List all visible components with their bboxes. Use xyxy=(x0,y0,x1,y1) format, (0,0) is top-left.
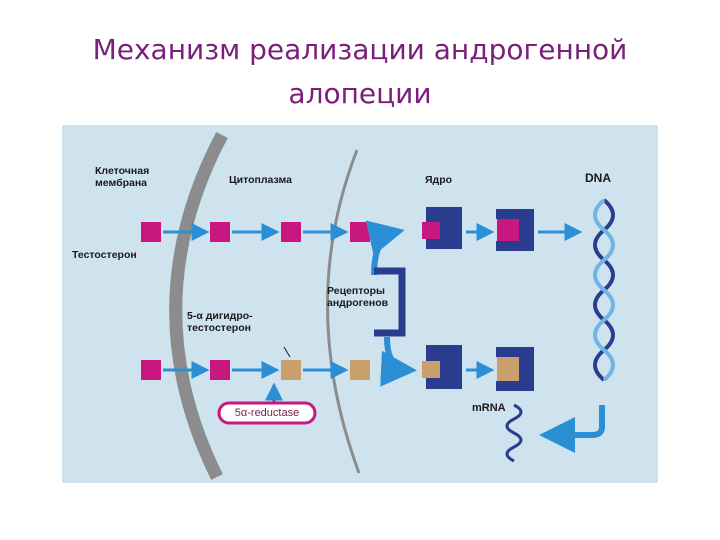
testosterone-square-3 xyxy=(281,222,301,242)
label-nucleus: Ядро xyxy=(425,174,453,186)
bound-dht-bottom-1 xyxy=(422,361,440,378)
testosterone-square-6 xyxy=(210,360,230,380)
dht-square-1 xyxy=(281,360,301,380)
arrow-dna-to-mrna xyxy=(539,405,605,453)
testosterone-square-4 xyxy=(350,222,370,242)
title-line-2: алопеции xyxy=(288,77,432,110)
label-mrna: mRNA xyxy=(472,402,506,414)
cell-membrane xyxy=(169,131,228,480)
arrow-receptor-down xyxy=(380,336,417,387)
testosterone-square-5 xyxy=(141,360,161,380)
dna-strand-2 xyxy=(593,198,615,382)
slide-title: Механизм реализации андрогенной алопеции xyxy=(0,28,720,116)
testosterone-square-2 xyxy=(210,222,230,242)
diagram-canvas xyxy=(62,125,658,483)
label-reductase: 5α-reductase xyxy=(234,407,300,419)
bound-testosterone-top-1 xyxy=(422,222,440,239)
androgen-receptor-bracket xyxy=(374,267,406,337)
bound-dht-bottom-2 xyxy=(497,357,519,381)
mrna-strand xyxy=(505,403,523,463)
label-testosterone: Тестостерон xyxy=(72,249,137,261)
label-cell-membrane: Клеточная мембрана xyxy=(95,165,150,189)
androgen-mechanism-diagram: Клеточная мембрана Цитоплазма Ядро DNA Т… xyxy=(62,125,658,483)
label-dna: DNA xyxy=(585,171,611,185)
dht-pointer xyxy=(283,346,291,358)
reductase-box xyxy=(217,401,317,425)
nuclear-membrane xyxy=(326,149,361,474)
testosterone-square-1 xyxy=(141,222,161,242)
label-cytoplasm: Цитоплазма xyxy=(229,174,292,186)
bound-testosterone-top-2 xyxy=(497,219,519,241)
label-dht: 5-α дигидро- тестостерон xyxy=(187,310,253,334)
title-line-1: Механизм реализации андрогенной xyxy=(92,33,628,66)
dht-square-2 xyxy=(350,360,370,380)
label-receptors: Рецепторы андрогенов xyxy=(327,285,389,309)
